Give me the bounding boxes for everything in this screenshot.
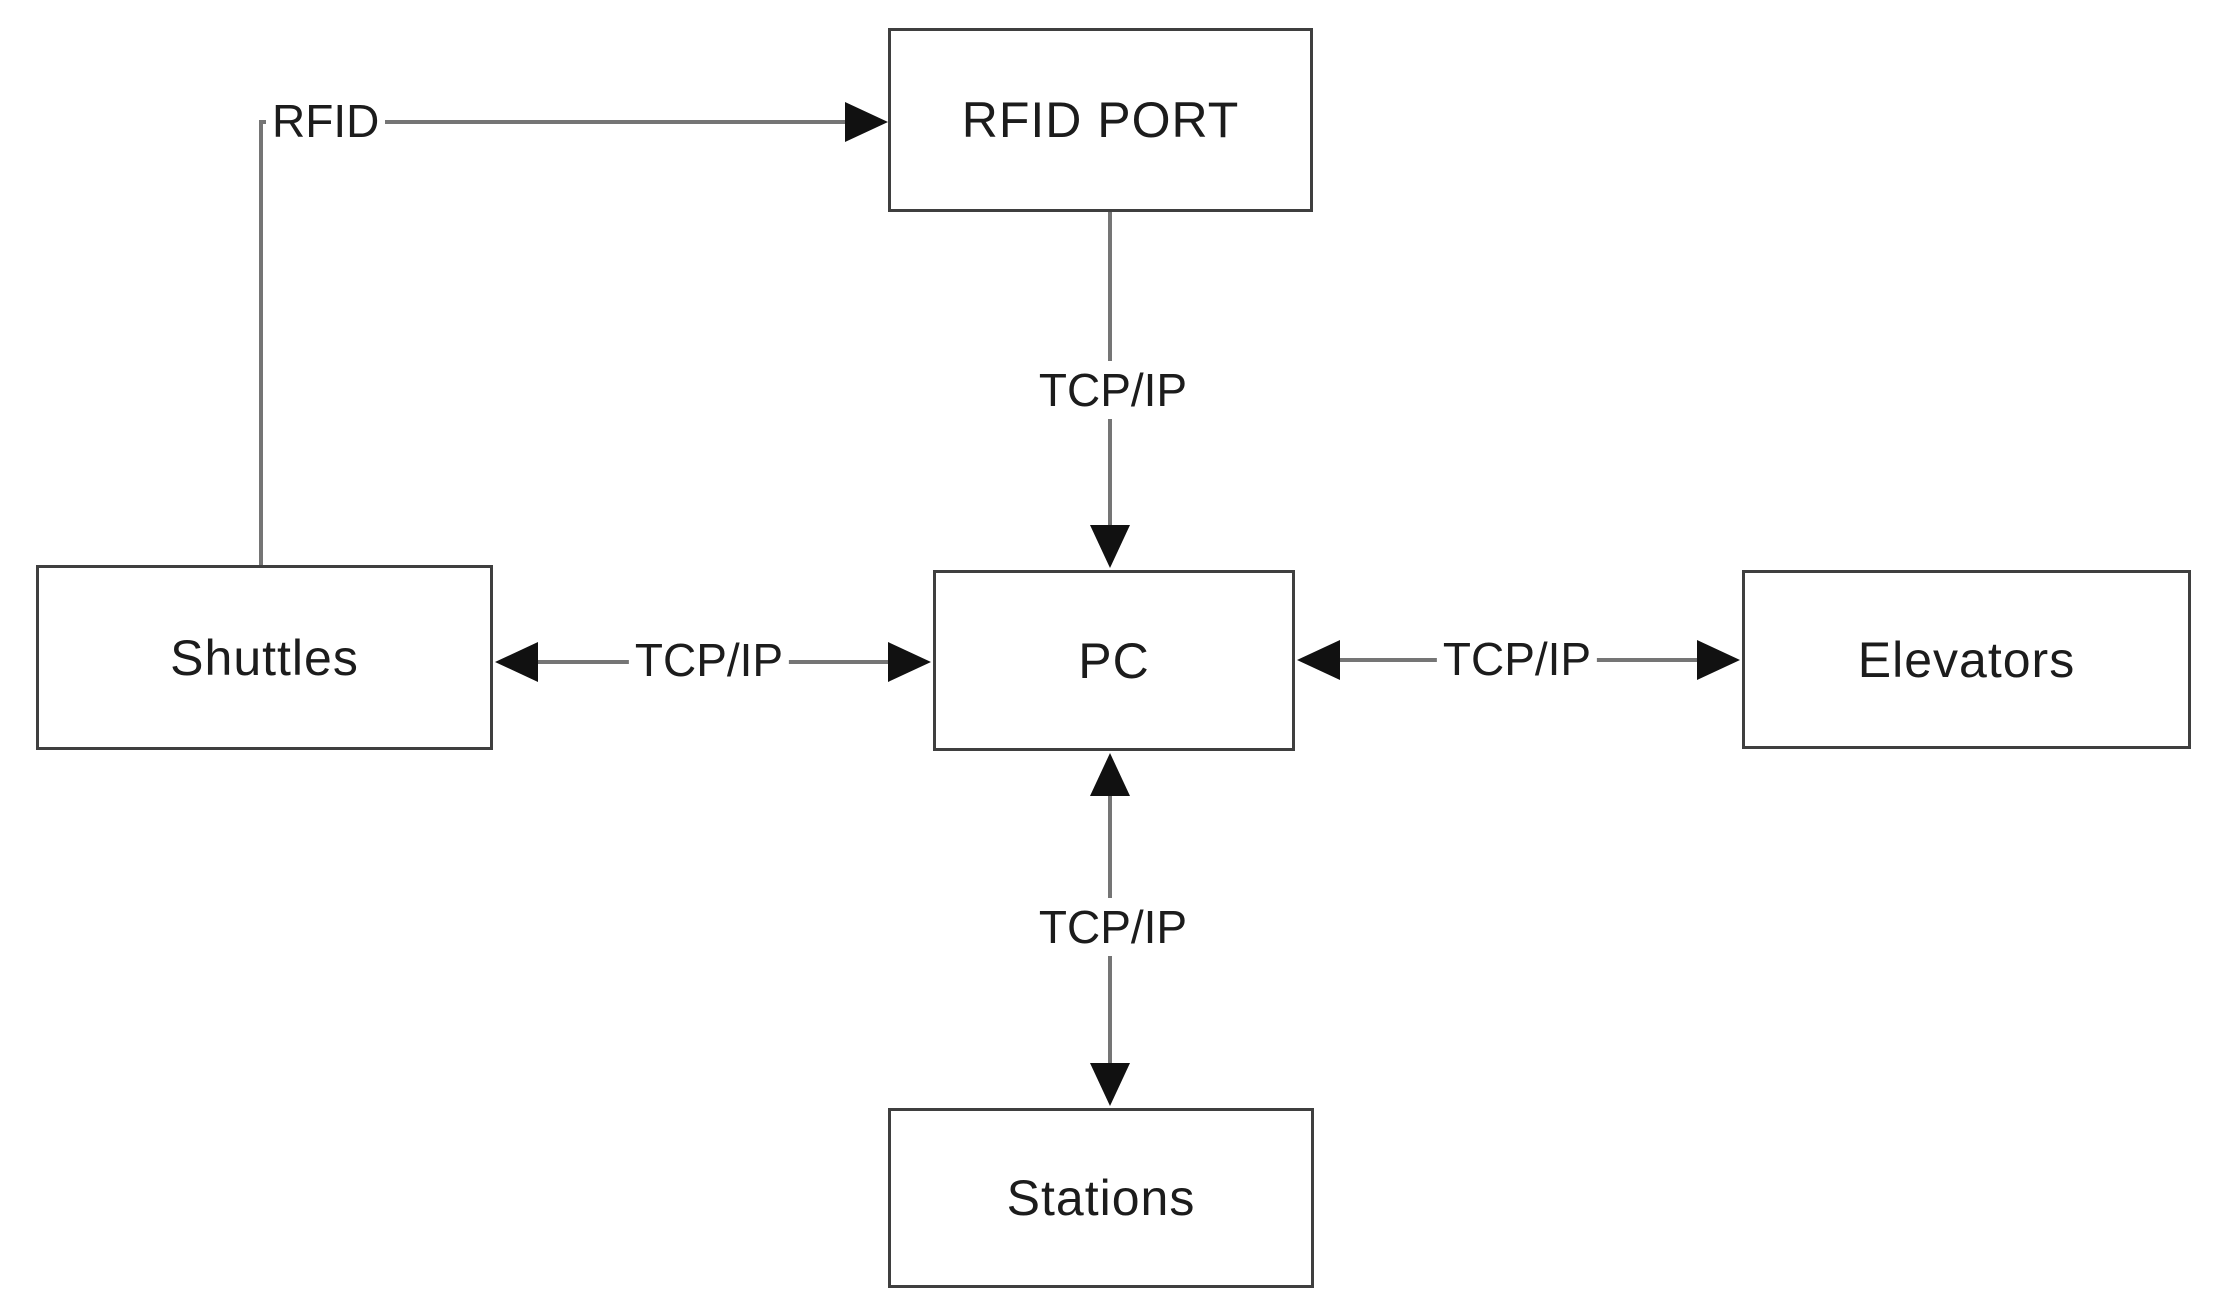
edge-label-rfid: RFID bbox=[266, 91, 386, 150]
arrowhead-into-rfidport bbox=[845, 102, 888, 142]
arrowhead-into-pc-top bbox=[1090, 525, 1130, 568]
arrowhead-into-stations bbox=[1090, 1063, 1130, 1106]
edge-label-tcpip-pc-elevators: TCP/IP bbox=[1436, 629, 1598, 688]
node-rfid-port: RFID PORT bbox=[888, 28, 1313, 212]
node-rfid-port-label: RFID PORT bbox=[961, 92, 1240, 148]
node-elevators-label: Elevators bbox=[1857, 631, 2076, 688]
node-elevators: Elevators bbox=[1742, 570, 2191, 749]
edge-label-tcpip-pc-stations: TCP/IP bbox=[1032, 898, 1194, 956]
node-pc-label: PC bbox=[1078, 632, 1150, 689]
node-shuttles: Shuttles bbox=[36, 565, 493, 750]
arrowhead-into-pc-right bbox=[1297, 640, 1340, 680]
node-stations-label: Stations bbox=[1006, 1170, 1196, 1226]
node-stations: Stations bbox=[888, 1108, 1314, 1288]
arrowhead-into-elevators bbox=[1697, 640, 1740, 680]
node-pc: PC bbox=[933, 570, 1295, 751]
node-shuttles-label: Shuttles bbox=[170, 629, 359, 686]
arrowhead-into-pc-bottom bbox=[1090, 753, 1130, 796]
edge-label-tcpip-shuttles-pc: TCP/IP bbox=[628, 630, 790, 689]
arrowhead-into-shuttles bbox=[495, 642, 538, 682]
arrowhead-into-pc-left bbox=[888, 642, 931, 682]
edge-label-tcpip-rfidport-pc: TCP/IP bbox=[1032, 361, 1194, 419]
connector-shuttles-to-rfidport bbox=[259, 120, 848, 565]
